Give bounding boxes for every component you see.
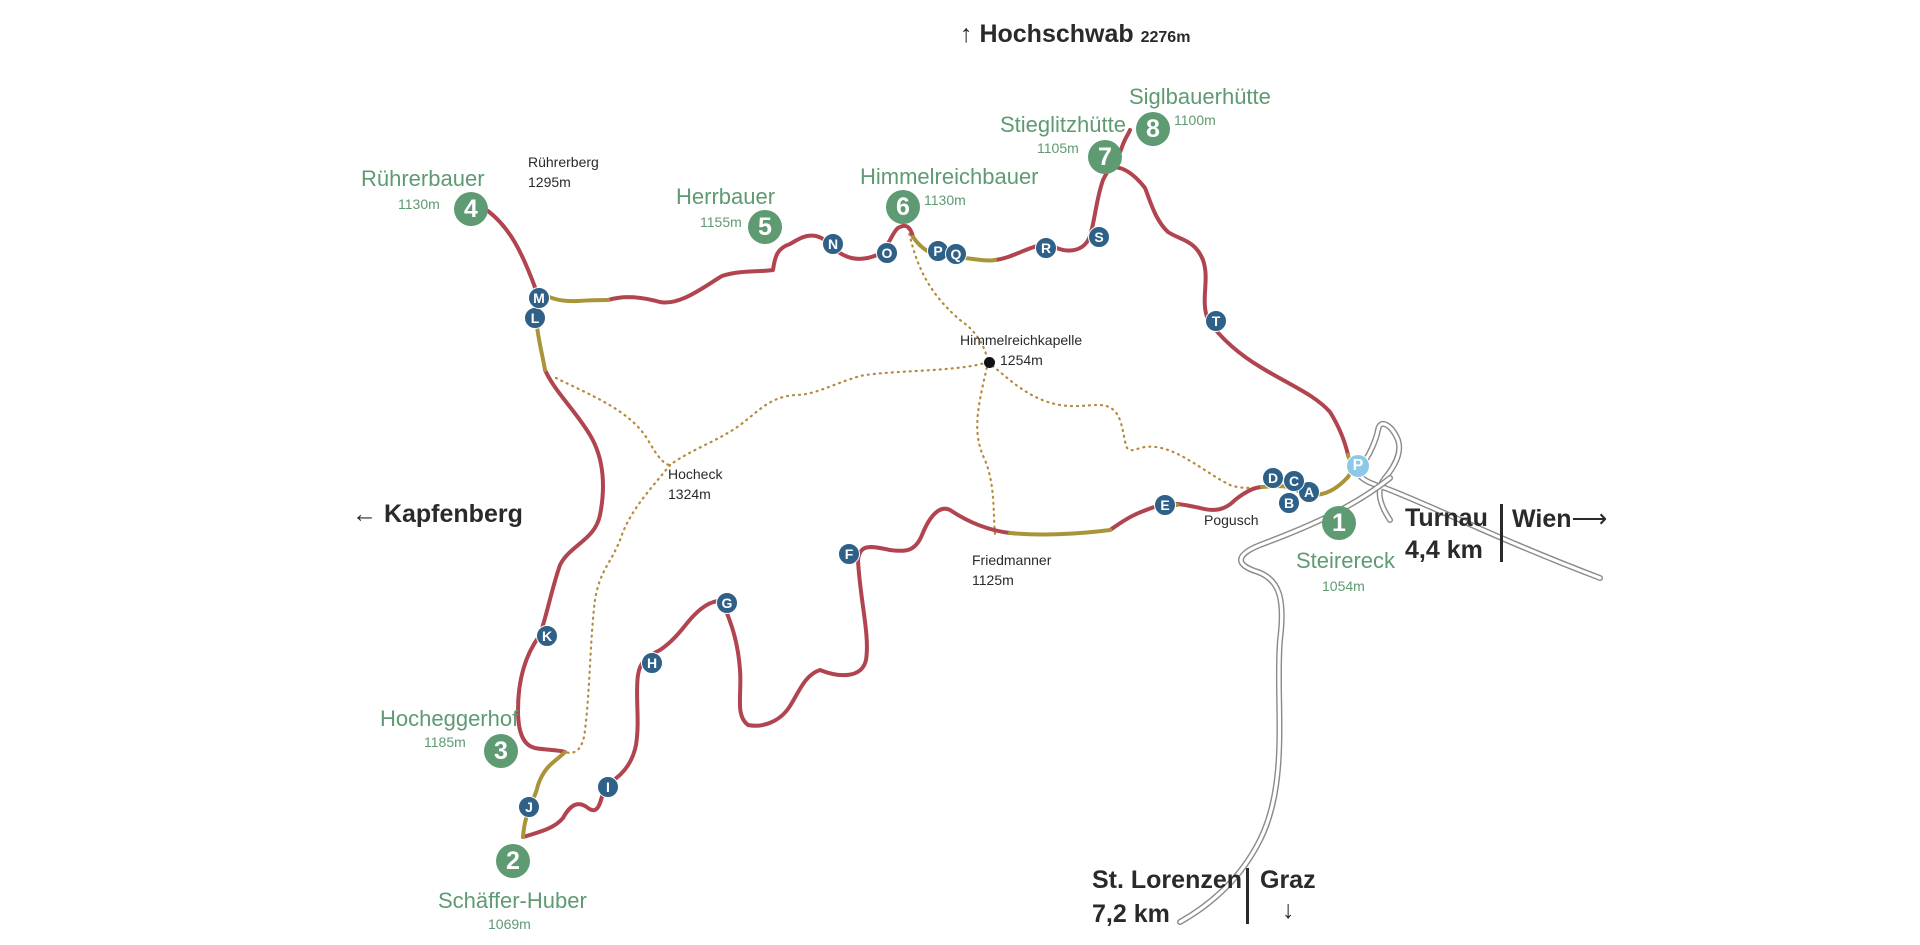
hut-badge-7[interactable]: 7: [1088, 140, 1122, 174]
waypoint-d[interactable]: D: [1262, 467, 1284, 489]
waypoint-r[interactable]: R: [1035, 237, 1057, 259]
hut-name-3: Hocheggerhof: [380, 706, 519, 731]
hut-badge-1[interactable]: 1: [1322, 506, 1356, 540]
north-destination-elevation: 2276m: [1140, 29, 1191, 46]
west-direction: ← Kapfenberg: [352, 500, 523, 529]
east-arrow-icon: ⟶: [1571, 505, 1608, 533]
hut-name-5: Herrbauer: [676, 184, 776, 209]
waypoint-g[interactable]: G: [716, 592, 738, 614]
waypoint-c[interactable]: C: [1283, 470, 1305, 492]
hut-name-4: Rührerbauer: [361, 166, 485, 191]
hut-name-1: Steirereck: [1296, 548, 1396, 573]
east-destination-distance: 4,4 km: [1405, 536, 1483, 564]
waypoint-s[interactable]: S: [1088, 226, 1110, 248]
hut-name-2: Schäffer-Huber: [438, 888, 587, 913]
place-name-himmelreichkapelle: Himmelreichkapelle: [960, 332, 1083, 348]
waypoint-q[interactable]: Q: [945, 243, 967, 265]
parking-icon[interactable]: P: [1346, 454, 1370, 478]
hut-badge-5[interactable]: 5: [748, 210, 782, 244]
south-divider: [1246, 868, 1249, 924]
waypoint-i[interactable]: I: [597, 776, 619, 798]
place-name-pogusch: Pogusch: [1204, 512, 1259, 528]
south-destination-name: St. Lorenzen: [1092, 866, 1243, 894]
road-south: [1177, 475, 1393, 925]
east-divider: [1500, 504, 1503, 562]
north-destination-name: Hochschwab: [979, 20, 1134, 48]
hut-elevation-1: 1054m: [1322, 578, 1365, 594]
roads: [1177, 420, 1603, 925]
hut-badge-8[interactable]: 8: [1136, 112, 1170, 146]
waypoint-h[interactable]: H: [641, 652, 663, 674]
south-destination-distance: 7,2 km: [1092, 900, 1170, 928]
hut-badge-4[interactable]: 4: [454, 192, 488, 226]
hut-elevation-8: 1100m: [1174, 112, 1216, 128]
waypoint-t[interactable]: T: [1205, 310, 1227, 332]
place-name-ruehrerberg: Rührerberg: [528, 154, 599, 170]
waypoint-f[interactable]: F: [838, 543, 860, 565]
waypoint-j[interactable]: J: [518, 796, 540, 818]
place-name-friedmanner: Friedmanner: [972, 552, 1052, 568]
hut-name-6: Himmelreichbauer: [860, 164, 1039, 189]
hut-badge-2[interactable]: 2: [496, 844, 530, 878]
hut-badge-3[interactable]: 3: [484, 734, 518, 768]
hut-elevation-5: 1155m: [700, 214, 742, 230]
hut-badge-6[interactable]: 6: [886, 190, 920, 224]
place-elevation-hocheck: 1324m: [668, 486, 711, 502]
footpaths: [554, 226, 1264, 754]
south-arrow-icon: ↓: [1282, 896, 1295, 924]
west-arrow-icon: ←: [352, 500, 377, 528]
place-name-hocheck: Hocheck: [668, 466, 723, 482]
east-other-destination: Wien⟶: [1512, 504, 1607, 534]
north-arrow-icon: ↑: [960, 20, 973, 48]
hut-elevation-6: 1130m: [924, 192, 966, 208]
hut-elevation-7: 1105m: [1037, 140, 1079, 156]
hut-elevation-2: 1069m: [488, 916, 531, 932]
trail: [486, 128, 1350, 839]
north-direction: ↑ Hochschwab 2276m: [960, 20, 1190, 49]
south-other-name: Graz: [1260, 866, 1316, 894]
waypoint-l[interactable]: L: [524, 307, 546, 329]
hut-elevation-3: 1185m: [424, 734, 466, 750]
waypoint-m[interactable]: M: [528, 287, 550, 309]
waypoint-e[interactable]: E: [1154, 494, 1176, 516]
place-elevation-ruehrerberg: 1295m: [528, 174, 571, 190]
waypoint-o[interactable]: O: [876, 242, 898, 264]
hut-elevation-4: 1130m: [398, 196, 440, 212]
east-other-name: Wien: [1512, 505, 1572, 533]
waypoint-n[interactable]: N: [822, 233, 844, 255]
waypoint-b[interactable]: B: [1278, 492, 1300, 514]
hut-name-7: Stieglitzhütte: [1000, 112, 1126, 137]
place-elevation-friedmanner: 1125m: [972, 572, 1014, 588]
west-destination-name: Kapfenberg: [383, 500, 523, 528]
trail-segments: [521, 235, 1353, 839]
hut-name-8: Siglbauerhütte: [1129, 84, 1271, 109]
place-elevation-himmelreichkapelle: 1254m: [1000, 352, 1043, 368]
east-destination-name: Turnau: [1405, 504, 1488, 532]
waypoint-k[interactable]: K: [536, 625, 558, 647]
summit-marker-himmelreichkapelle: [984, 357, 995, 368]
